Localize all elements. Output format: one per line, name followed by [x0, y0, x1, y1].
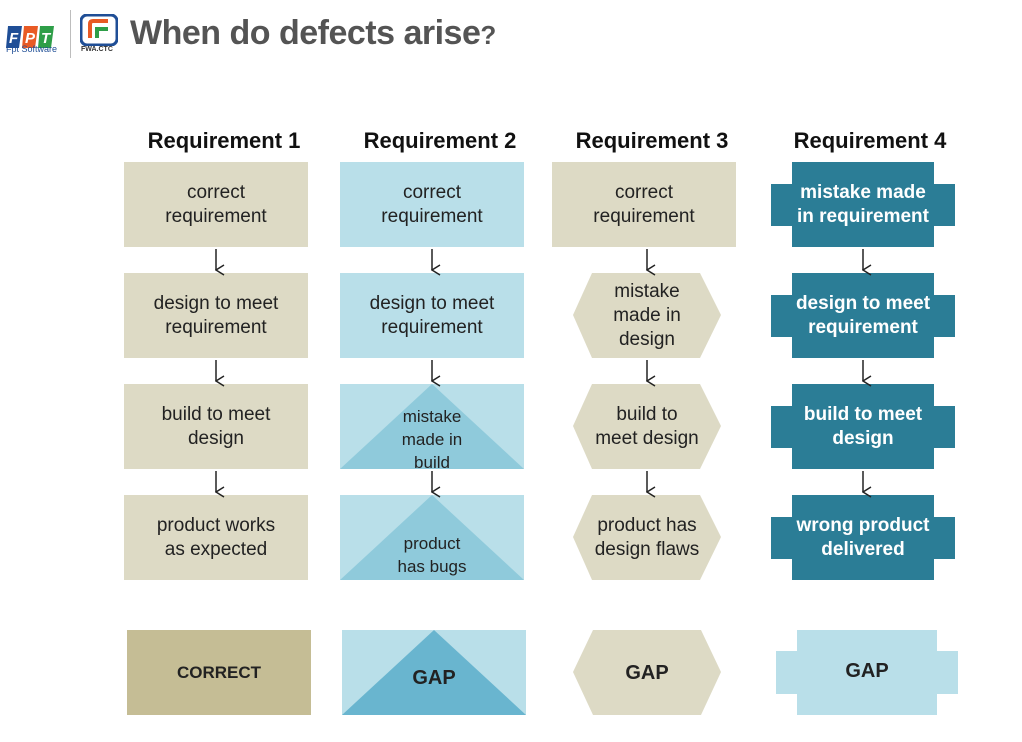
col3-step4-hexagon	[573, 495, 721, 580]
col4-step1-label: mistake made in requirement	[797, 181, 929, 227]
fpt-logo-text: Fpt Software	[6, 44, 58, 54]
col3-outcome-hexagon	[573, 630, 721, 715]
col2-step1-box	[340, 162, 524, 247]
column-heading-2: Requirement 2	[363, 128, 517, 153]
col3-step3-hexagon	[573, 384, 721, 469]
col1-step3-box	[124, 384, 308, 469]
col4-step4-shape	[771, 495, 955, 580]
svg-text:P: P	[25, 30, 36, 47]
col4-step3-label: build to meet design	[803, 403, 923, 449]
col1-outcome-box	[127, 630, 311, 715]
col2-outcome-triangle	[342, 630, 526, 715]
col1-step2-box	[124, 273, 308, 358]
column-heading-4: Requirement 4	[793, 128, 947, 153]
col4-step2-shape	[771, 273, 955, 358]
col4-step2-label: design to meet requirement	[795, 292, 931, 338]
col2-outcome-label: GAP	[412, 667, 456, 689]
page-title-text: When do defects arise	[130, 14, 481, 52]
column-heading-3: Requirement 3	[575, 128, 729, 153]
col2-step2-box	[340, 273, 524, 358]
col3-step3-label: build to meet design	[595, 403, 699, 449]
svg-text:T: T	[41, 30, 52, 47]
col4-step4-label: wrong product delivered	[796, 514, 930, 560]
col2-step4-triangle	[340, 495, 524, 580]
col4-step1-shape	[771, 162, 955, 247]
col2-step3-triangle	[340, 384, 524, 469]
col4-step3-shape	[771, 384, 955, 469]
col4-outcome-shape	[776, 630, 958, 715]
col1-step4-label: product works as expected	[156, 514, 276, 560]
col4-outcome-label: GAP	[845, 659, 889, 682]
col2-step3-label: mistake made in build	[401, 406, 463, 472]
col1-step1-label: correct requirement	[165, 181, 267, 227]
col1-step1-box	[124, 162, 308, 247]
col3-step2-label: mistake made in design	[613, 280, 681, 350]
svg-text:F: F	[9, 30, 19, 47]
column-heading-1: Requirement 1	[147, 128, 301, 153]
col1-step2-label: design to meet requirement	[153, 292, 279, 338]
col3-step1-box	[552, 162, 736, 247]
col2-step1-label: correct requirement	[381, 181, 483, 227]
fwa-logo-text: FWA.CTC	[81, 46, 113, 53]
logo-divider	[70, 10, 71, 58]
col3-outcome-label: GAP	[625, 661, 669, 684]
col3-step2-hexagon	[573, 273, 721, 358]
col3-step1-label: correct requirement	[593, 181, 695, 227]
col1-step4-box	[124, 495, 308, 580]
col1-step3-label: build to meet design	[161, 403, 271, 449]
col2-step4-label: product has bugs	[397, 534, 467, 576]
col2-step2-label: design to meet requirement	[369, 292, 495, 338]
fpt-logo-icon: F P T	[6, 26, 54, 48]
col1-outcome-label: CORRECT	[176, 662, 262, 682]
col3-step4-label: product has design flaws	[594, 514, 700, 560]
page-title-mark: ?	[480, 20, 496, 50]
fwa-logo-icon	[80, 14, 118, 46]
page-title: When do defects arise?	[130, 14, 496, 53]
